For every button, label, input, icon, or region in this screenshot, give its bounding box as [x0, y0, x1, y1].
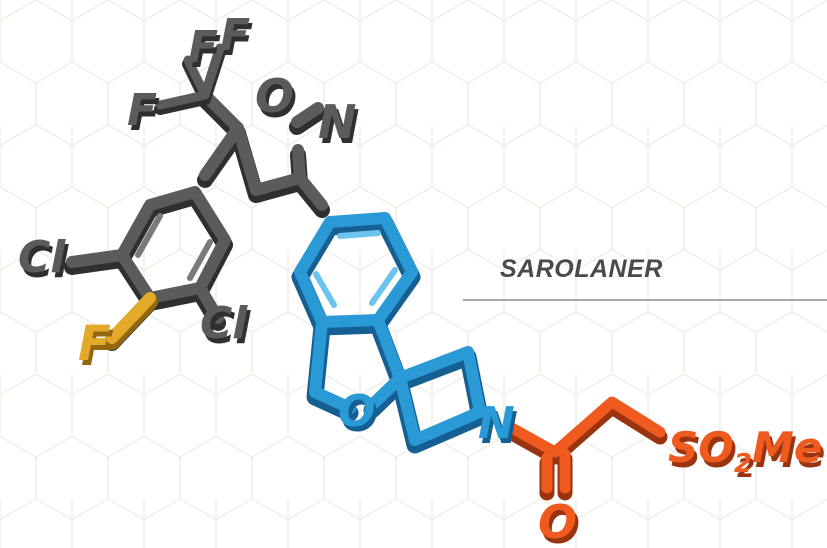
aryl-fluorine-bond [104, 292, 158, 350]
atom-cl-right-face: Cl [200, 298, 248, 349]
compound-title: SAROLANER [500, 255, 663, 283]
atom-o-carbonyl: O [541, 500, 580, 548]
atom-o-spiro: O [341, 391, 378, 442]
group-so2me: SO2Me [668, 423, 822, 479]
orange-bonds [504, 396, 668, 501]
blue-bonds [291, 212, 489, 454]
atom-f3-face: F [127, 85, 157, 136]
atom-n-isoxazoline-face: N [318, 95, 357, 149]
title-underline-divider [463, 299, 827, 301]
atom-cl-left-face: Cl [18, 232, 66, 283]
atom-f3: F [130, 90, 160, 141]
atom-o-isoxazoline-face: O [255, 69, 294, 123]
atom-o-isoxazoline: O [258, 74, 297, 128]
atom-cl-left: Cl [21, 237, 69, 288]
group-so2-shadow: SO2Me [671, 428, 825, 484]
atom-f1: F [191, 27, 221, 78]
atom-n-isoxazoline: N [321, 100, 360, 154]
atom-cl-right: Cl [203, 303, 251, 354]
atom-f-aryl: F [81, 321, 114, 377]
atom-f2-face: F [220, 10, 250, 61]
atom-f2: F [223, 15, 253, 66]
atom-n-azetidine-face: N [478, 398, 515, 449]
atom-o-spiro-face: O [338, 386, 375, 437]
atom-f1-face: F [188, 22, 218, 73]
atom-o-carbonyl-face: O [538, 495, 577, 548]
atom-f-aryl-face: F [78, 316, 111, 372]
atom-labels: F F F F F F O O N N Cl Cl Cl Cl F F O O … [18, 10, 825, 548]
atom-n-azetidine: N [481, 403, 518, 454]
